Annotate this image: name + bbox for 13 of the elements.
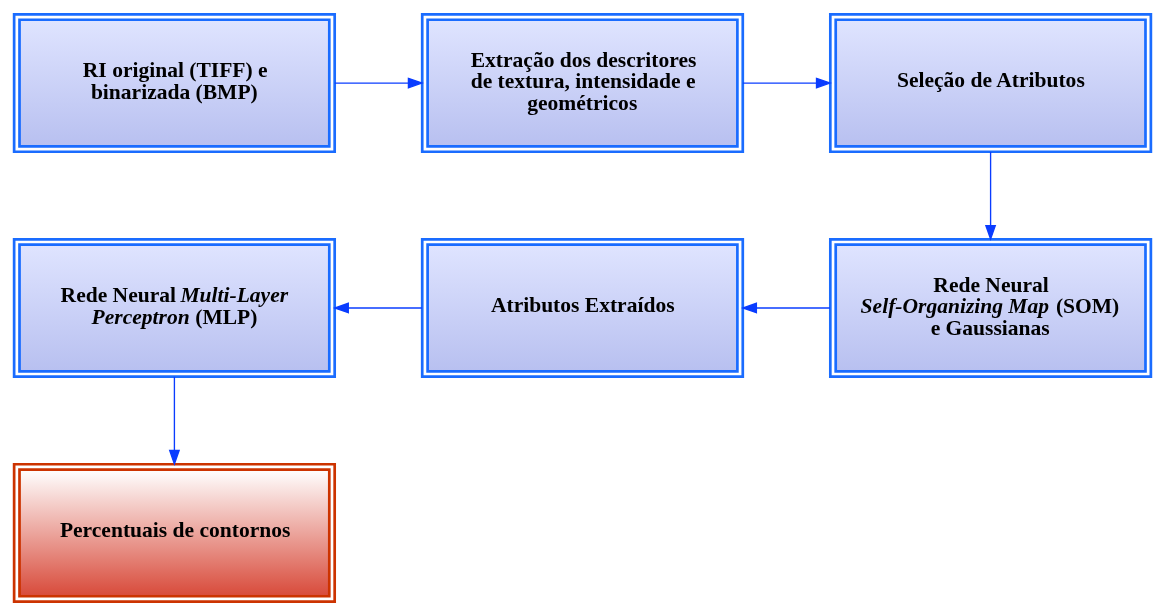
arrow [742,76,833,89]
node-box: Seleção de Atributos [828,12,1153,153]
node-box: Percentuais de contornos [12,462,337,603]
node-box: Atributos Extraídos [420,237,745,378]
node-box: Rede Neural Self-Organizing Map (SOM) e Gaussianas [828,237,1153,378]
arrow [984,150,997,241]
arrow [332,301,423,314]
arrow [334,76,424,89]
node-box: RI original (TIFF) e binarizada (BMP) [12,12,337,153]
arrow [740,301,831,314]
arrow [168,375,181,466]
node-box: Rede Neural Multi-Layer Perceptron (MLP) [12,237,337,378]
node-box: Extração dos descritores de textura, intensidade e geométricos [420,12,745,153]
